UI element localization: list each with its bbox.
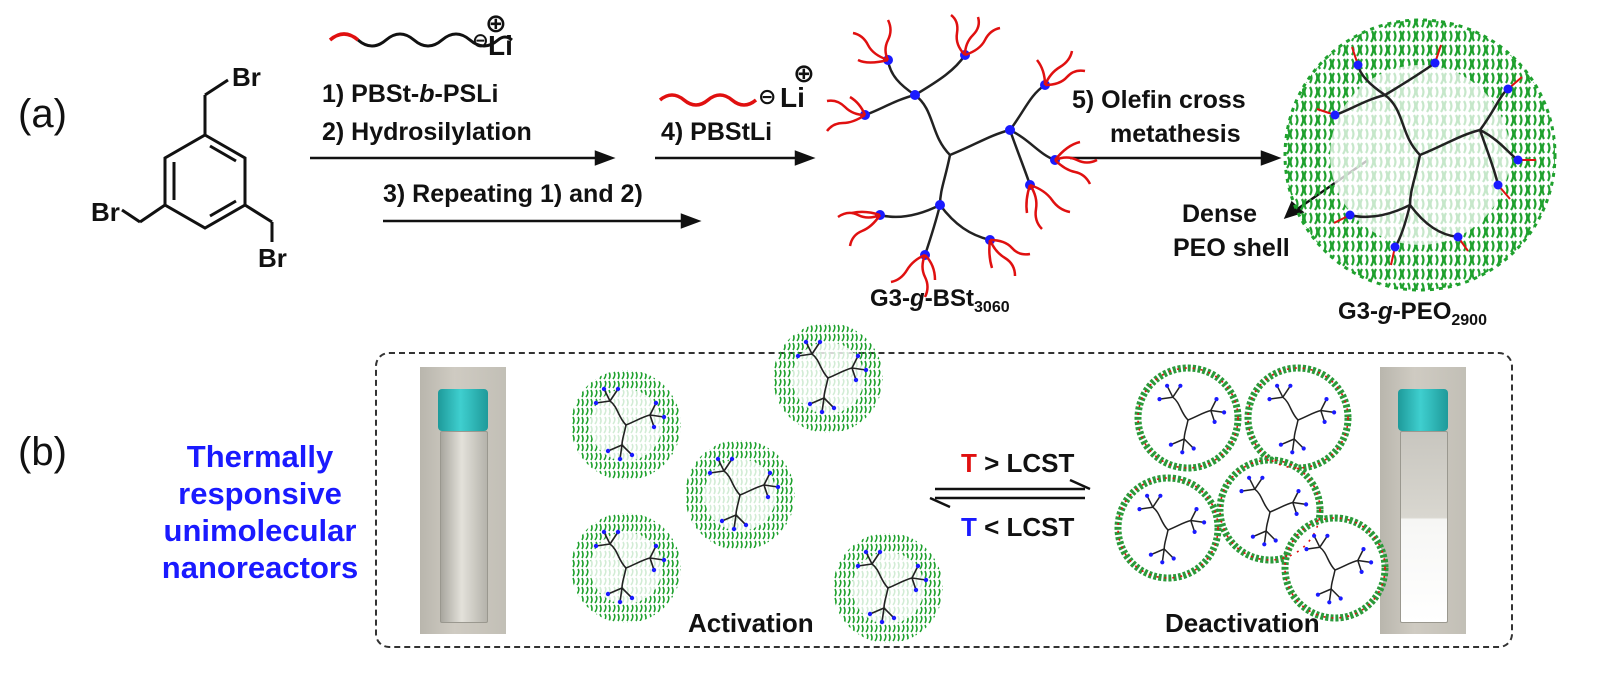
condition-heating: T > LCST — [961, 448, 1075, 478]
title-line-1: Thermally — [186, 439, 334, 474]
step5-line1: 5) Olefin cross — [1072, 86, 1246, 114]
reagent1-charge: ⊕ — [485, 8, 507, 38]
vial-cap-left — [438, 389, 488, 431]
product2-label: G3-g-PEO2900 — [1338, 298, 1487, 329]
vial-body-turbid — [1400, 431, 1448, 623]
title-line-2: responsive — [178, 476, 342, 511]
br-left-label: Br — [91, 197, 120, 227]
condition-cooling: T < LCST — [961, 512, 1075, 542]
reagent1-anion: ⊖ — [472, 30, 489, 52]
title-line-3: unimolecular — [163, 513, 357, 548]
dense-label-line1: Dense — [1182, 200, 1258, 228]
step2-label: 2) Hydrosilylation — [322, 118, 532, 146]
br-top-label: Br — [232, 62, 261, 92]
vial-clear-photo — [420, 367, 506, 634]
vial-body-clear — [440, 431, 488, 623]
br-right-label: Br — [258, 243, 287, 273]
vial-turbid-photo — [1380, 367, 1466, 634]
panel-b-title: Thermally responsive unimolecular nanore… — [150, 438, 370, 586]
dense-label-line2: PEO shell — [1173, 234, 1290, 262]
product1-label: G3-g-BSt3060 — [870, 285, 1010, 316]
step1-label: 1) PBSt-b-PSLi — [322, 80, 499, 108]
panel-b-label: (b) — [18, 430, 67, 474]
vial-cap-right — [1398, 389, 1448, 431]
reagent1-cation: Li — [488, 30, 513, 61]
panel-b-box — [375, 352, 1513, 648]
deactivation-label: Deactivation — [1165, 608, 1320, 638]
panel-a-label: (a) — [18, 92, 67, 136]
step4-label: 4) PBStLi — [661, 118, 773, 146]
reagent2-anion: ⊖ — [758, 84, 777, 109]
activation-label: Activation — [688, 608, 814, 638]
reagent2-cation: Li — [780, 82, 805, 113]
reagent2-charge: ⊕ — [793, 58, 815, 88]
step5-line2: metathesis — [1110, 120, 1241, 148]
step3-label: 3) Repeating 1) and 2) — [383, 180, 643, 208]
title-line-4: nanoreactors — [161, 550, 359, 585]
